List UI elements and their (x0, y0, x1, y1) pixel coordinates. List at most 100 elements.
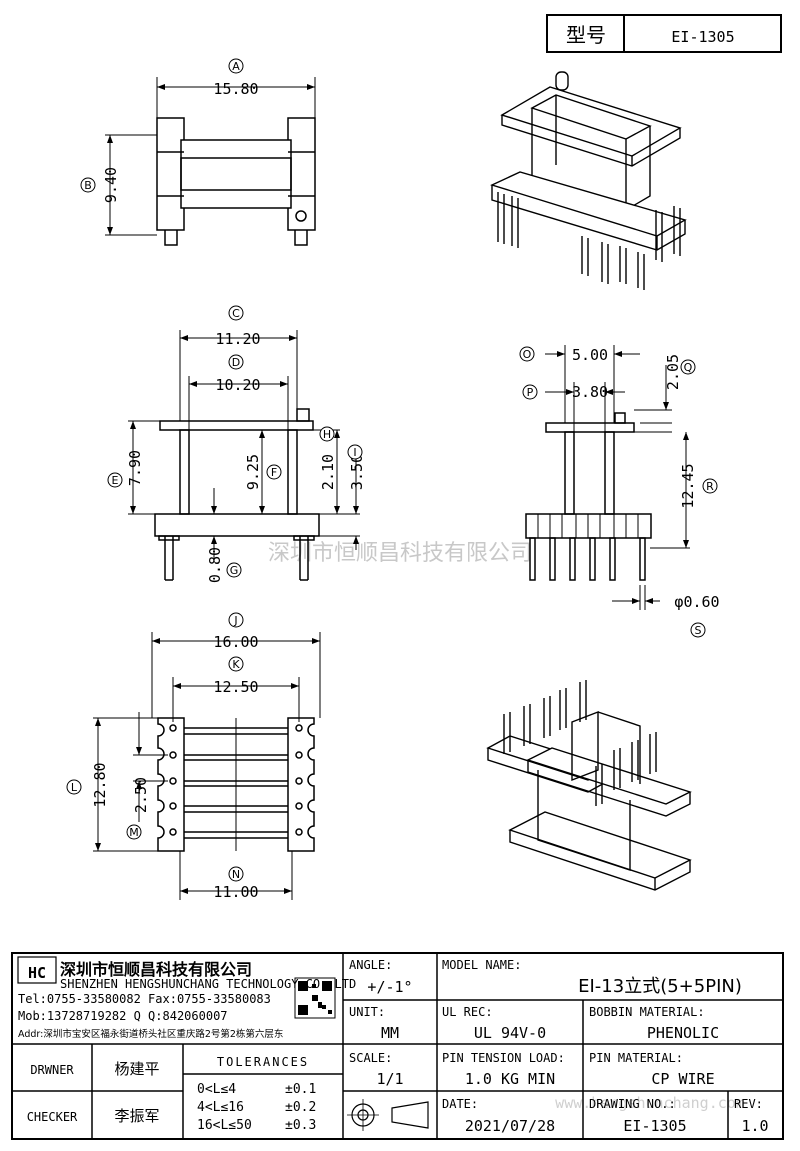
callout-b: B (80, 177, 96, 193)
callout-o: O (519, 346, 535, 362)
svg-text:H: H (323, 428, 331, 441)
svg-text:J: J (233, 614, 237, 627)
svg-text:A: A (232, 60, 240, 73)
dim-p-value: 3.80 (572, 383, 608, 401)
callout-k: K (228, 656, 244, 672)
top-view: 15.80 9.40 (102, 77, 316, 246)
angle-label: ANGLE: (349, 958, 392, 972)
company-name-en: SHENZHEN HENGSHUNCHANG TECHNOLOGY CO.,LT… (60, 977, 356, 991)
callout-l: L (66, 779, 82, 795)
pin-material-label: PIN MATERIAL: (589, 1051, 683, 1065)
dim-g-value: 0.80 (206, 547, 224, 583)
tolerance-range: 4<L≤16 (197, 1100, 244, 1115)
drawing-no-label: DRAWING NO.: (589, 1097, 676, 1111)
dim-j-value: 16.00 (213, 633, 258, 651)
dim-i-value: 3.50 (348, 454, 366, 490)
svg-text:L: L (71, 781, 78, 794)
dim-f-value: 9.25 (244, 454, 262, 490)
svg-text:M: M (129, 826, 139, 839)
callout-r: R (702, 478, 718, 494)
dim-n-value: 11.00 (213, 883, 258, 901)
unit-label: UNIT: (349, 1005, 385, 1019)
scale-label: SCALE: (349, 1051, 392, 1065)
dim-h-value: 2.10 (319, 454, 337, 490)
tolerances-title: TOLERANCES (217, 1055, 309, 1069)
angle-value: +/-1° (367, 978, 412, 996)
callout-p: P (522, 384, 538, 400)
tension-value: 1.0 KG MIN (465, 1070, 555, 1088)
dim-d-value: 10.20 (215, 376, 260, 394)
drawing-no-value: EI-1305 (623, 1117, 686, 1135)
dim-c-value: 11.20 (215, 330, 260, 348)
front-view: 11.20 10.20 7.90 9.25 0.80 2.10 3.50 (126, 330, 366, 583)
watermark-url: www.hengshunchang.com (555, 1094, 745, 1112)
svg-text:P: P (527, 386, 534, 399)
isometric-view-bottom (486, 680, 692, 891)
model-label: MODEL NAME: (442, 958, 521, 972)
scale-value: 1/1 (376, 1070, 403, 1088)
callout-q: Q (680, 359, 696, 375)
dim-a-value: 15.80 (213, 80, 258, 98)
rev-label: REV: (734, 1097, 763, 1111)
callout-n: N (228, 866, 244, 882)
company-tel: Tel:0755-33580082 Fax:0755-33580083 (18, 992, 271, 1006)
date-label: DATE: (442, 1097, 478, 1111)
callout-d: D (228, 354, 244, 370)
bobbin-value: PHENOLIC (647, 1024, 719, 1042)
tolerance-value: ±0.1 (285, 1082, 316, 1097)
svg-text:C: C (232, 307, 240, 320)
model-value: EI-13立式(5+5PIN) (578, 976, 742, 997)
svg-text:I: I (353, 446, 356, 459)
date-value: 2021/07/28 (465, 1117, 555, 1135)
callout-m: M (126, 824, 142, 840)
tolerance-rows: 0<L≤4±0.14<L≤16±0.216<L≤50±0.3 (197, 1082, 316, 1133)
drawer-name: 杨建平 (114, 1060, 159, 1078)
tolerance-value: ±0.3 (285, 1118, 316, 1133)
callout-f: F (266, 464, 282, 480)
svg-text:D: D (232, 356, 240, 369)
bobbin-label: BOBBIN MATERIAL: (589, 1005, 705, 1019)
callout-s: S (690, 622, 706, 638)
watermark-cn: 深圳市恒顺昌科技有限公司 (268, 541, 532, 566)
dimension-callouts: A B C D E F G H I J K L M N O P Q R S (66, 58, 718, 882)
dim-q-value: 2.05 (664, 354, 682, 390)
company-name-cn: 深圳市恒顺昌科技有限公司 (60, 960, 252, 979)
company-addr: Addr:深圳市宝安区福永街道桥头社区重庆路2号第2栋第六层东 (18, 1028, 283, 1040)
bottom-view: 16.00 12.50 12.80 2.50 11.00 (91, 632, 321, 901)
unit-value: MM (381, 1024, 399, 1042)
dim-l-value: 12.80 (91, 762, 109, 807)
callout-e: E (107, 472, 123, 488)
callout-j: J (228, 612, 244, 628)
svg-text:R: R (706, 480, 714, 493)
dim-e-value: 7.90 (126, 450, 144, 486)
side-view: 5.00 3.80 2.05 12.45 φ0.60 (525, 345, 720, 611)
callout-c: C (228, 305, 244, 321)
tolerance-value: ±0.2 (285, 1100, 316, 1115)
dim-k-value: 12.50 (213, 678, 258, 696)
drawer-label: DRWNER (30, 1063, 74, 1077)
svg-text:B: B (84, 179, 92, 192)
ul-value: UL 94V-0 (474, 1024, 546, 1042)
callout-i: I (347, 444, 363, 460)
header-label: 型号 (566, 23, 606, 47)
svg-text:K: K (232, 658, 240, 671)
ul-label: UL REC: (442, 1005, 493, 1019)
svg-text:HC: HC (28, 964, 46, 982)
callout-a: A (228, 58, 244, 74)
dim-m-value: 2.50 (132, 777, 150, 813)
svg-text:Q: Q (684, 361, 693, 374)
svg-text:F: F (271, 466, 277, 479)
isometric-view-top (490, 71, 687, 290)
company-mob: Mob:13728719282 Q Q:842060007 (18, 1009, 228, 1023)
dim-b-value: 9.40 (102, 167, 120, 203)
tolerance-range: 0<L≤4 (197, 1082, 236, 1097)
callout-h: H (319, 426, 335, 442)
company-logo: HC (17, 956, 57, 984)
projection-symbol (347, 1099, 429, 1131)
dim-s-value: φ0.60 (674, 593, 719, 611)
svg-text:G: G (230, 564, 239, 577)
svg-text:N: N (232, 868, 240, 881)
svg-text:O: O (523, 348, 532, 361)
type-header: 型号 EI-1305 (546, 14, 782, 53)
